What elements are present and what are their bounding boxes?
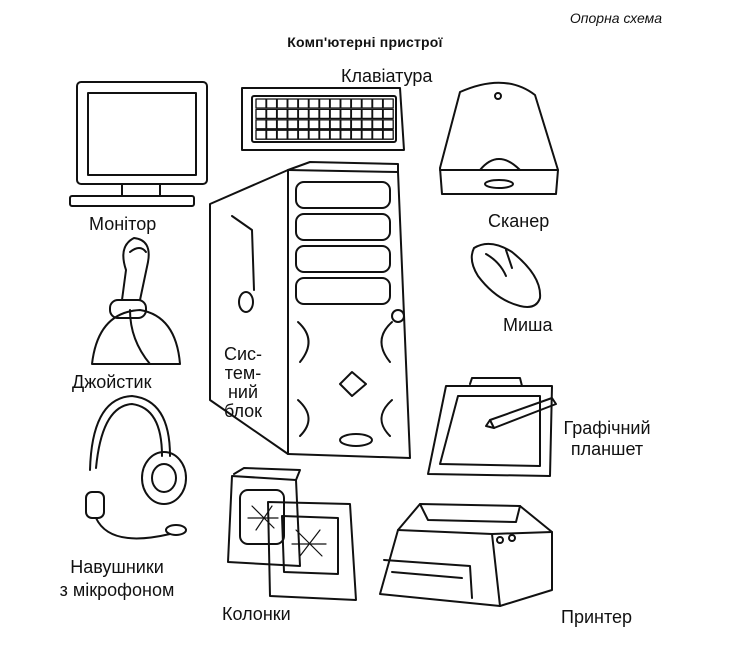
- joystick-label: Джойстик: [72, 372, 152, 392]
- keyboard-key: [256, 120, 266, 129]
- keyboard-key: [341, 99, 351, 108]
- keyboard-key: [362, 130, 372, 139]
- keyboard-key: [373, 109, 383, 118]
- keyboard-key: [288, 120, 298, 129]
- speakers-drawing: [228, 468, 356, 600]
- scanner-label: Сканер: [488, 211, 550, 231]
- keyboard-key: [383, 109, 393, 118]
- keyboard-key: [330, 109, 340, 118]
- keyboard-key: [351, 120, 361, 129]
- tablet-label-line-1: Графічний: [563, 418, 651, 438]
- keyboard-key: [351, 99, 361, 108]
- keyboard-key: [298, 120, 308, 129]
- keyboard-key: [256, 99, 266, 108]
- keyboard-key: [256, 109, 266, 118]
- keyboard-key: [341, 130, 351, 139]
- keyboard-key: [298, 109, 308, 118]
- system-unit-label: Сис- тем- ний блок: [218, 345, 268, 421]
- keyboard-key: [288, 109, 298, 118]
- keyboard-key: [383, 99, 393, 108]
- keyboard-key: [351, 109, 361, 118]
- keyboard-key: [351, 130, 361, 139]
- keyboard-key: [330, 130, 340, 139]
- keyboard-key: [277, 99, 287, 108]
- system-unit-label-line-4: блок: [223, 401, 263, 421]
- diagram-note: Опорна схема: [569, 10, 662, 26]
- system-unit-label-line-2: тем-: [224, 363, 262, 383]
- keyboard-key: [341, 120, 351, 129]
- mouse-label: Миша: [503, 315, 553, 335]
- keyboard-key: [256, 130, 266, 139]
- keyboard-key: [288, 130, 298, 139]
- printer-drawing: [380, 504, 552, 606]
- keyboard-key: [362, 99, 372, 108]
- keyboard-key: [309, 120, 319, 129]
- system-unit-label-line-3: ний: [227, 382, 259, 402]
- speakers-label: Колонки: [222, 604, 291, 624]
- keyboard-key: [330, 120, 340, 129]
- keyboard-key: [309, 99, 319, 108]
- keyboard-key: [320, 109, 330, 118]
- keyboard-key: [267, 130, 277, 139]
- tablet-drawing: [428, 378, 556, 476]
- keyboard-key: [383, 130, 393, 139]
- keyboard-key: [309, 130, 319, 139]
- keyboard-key: [277, 109, 287, 118]
- keyboard-key: [320, 120, 330, 129]
- headset-label: Навушники з мікрофоном: [42, 556, 192, 602]
- printer-label: Принтер: [561, 607, 633, 627]
- keyboard-key: [341, 109, 351, 118]
- keyboard-key: [362, 120, 372, 129]
- keyboard-key: [330, 99, 340, 108]
- monitor-label: Монітор: [89, 214, 157, 234]
- headset-label-line-1: Навушники: [70, 557, 164, 577]
- tablet-label: Графічний планшет: [557, 418, 657, 460]
- keyboard-key: [383, 120, 393, 129]
- scanner-drawing: [440, 83, 558, 194]
- system-unit-drawing: [210, 162, 410, 458]
- keyboard-key: [373, 120, 383, 129]
- headset-drawing: [86, 396, 186, 538]
- keyboard-key: [267, 109, 277, 118]
- keyboard-label: Клавіатура: [341, 66, 433, 86]
- keyboard-key: [320, 130, 330, 139]
- keyboard-key: [277, 130, 287, 139]
- headset-label-line-2: з мікрофоном: [59, 580, 175, 600]
- joystick-drawing: [92, 238, 180, 364]
- keyboard-key: [267, 99, 277, 108]
- keyboard-key: [298, 99, 308, 108]
- system-unit-label-line-1: Сис-: [223, 344, 263, 364]
- diagram-title: Комп'ютерні пристрої: [287, 34, 443, 50]
- keyboard-key: [373, 130, 383, 139]
- keyboard-key: [309, 109, 319, 118]
- monitor-drawing: [70, 82, 207, 206]
- mouse-drawing: [472, 244, 540, 307]
- keyboard-key: [298, 130, 308, 139]
- keyboard-key: [320, 99, 330, 108]
- keyboard-key: [373, 99, 383, 108]
- keyboard-drawing: [242, 88, 404, 150]
- keyboard-key: [362, 109, 372, 118]
- keyboard-key: [277, 120, 287, 129]
- keyboard-key: [288, 99, 298, 108]
- keyboard-key: [267, 120, 277, 129]
- tablet-label-line-2: планшет: [570, 439, 644, 459]
